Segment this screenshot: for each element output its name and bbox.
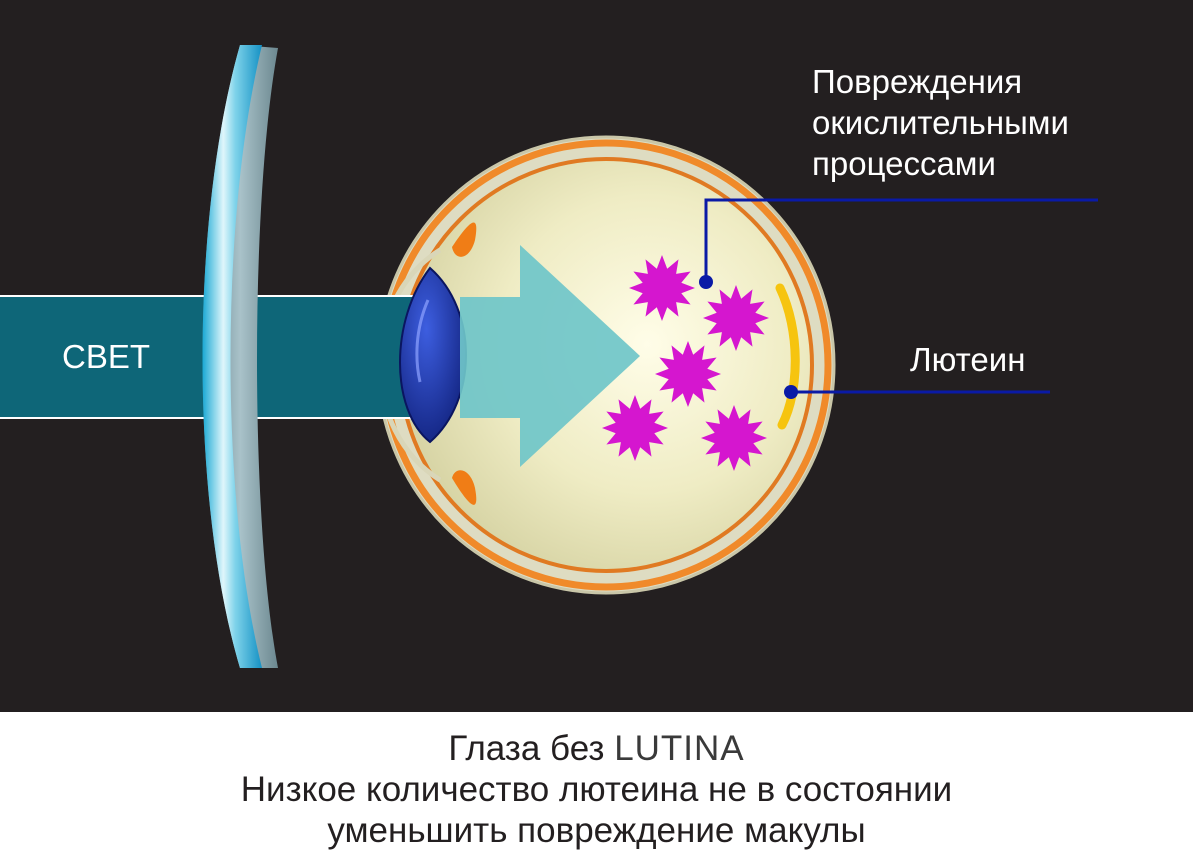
lutein-label: Лютеин	[910, 341, 1025, 378]
free-radical-5	[701, 405, 767, 471]
free-radical-3	[655, 341, 721, 407]
ciliary-body-top	[452, 222, 477, 257]
brand-name: LUTINA	[614, 729, 745, 768]
damage-label-line-1: Повреждения	[812, 63, 1022, 100]
caption: Глаза без LUTINA Низкое количество лютеи…	[0, 728, 1193, 851]
free-radical-2	[703, 285, 769, 351]
damage-label-line-3: процессами	[812, 145, 996, 182]
lutein-pointer	[784, 385, 1050, 399]
damage-pointer	[699, 198, 1098, 289]
light-label: СВЕТ	[62, 338, 150, 375]
caption-line-1: Глаза без LUTINA	[0, 728, 1193, 769]
caption-line-3: уменьшить повреждение макулы	[327, 811, 866, 850]
caption-prefix: Глаза без	[448, 729, 605, 768]
lutein-layer	[775, 283, 800, 430]
ciliary-body-bottom	[452, 470, 477, 505]
eye-diagram: СВЕТ Повреждения окислительными процесса…	[0, 0, 1193, 712]
free-radical-4	[602, 395, 668, 461]
free-radical-1	[629, 255, 695, 321]
free-radicals	[602, 255, 769, 471]
spectacle-lens	[202, 45, 278, 668]
light-arrow	[460, 245, 640, 467]
caption-line-2: Низкое количество лютеина не в состоянии	[240, 770, 953, 809]
damage-label-line-2: окислительными	[812, 104, 1069, 141]
